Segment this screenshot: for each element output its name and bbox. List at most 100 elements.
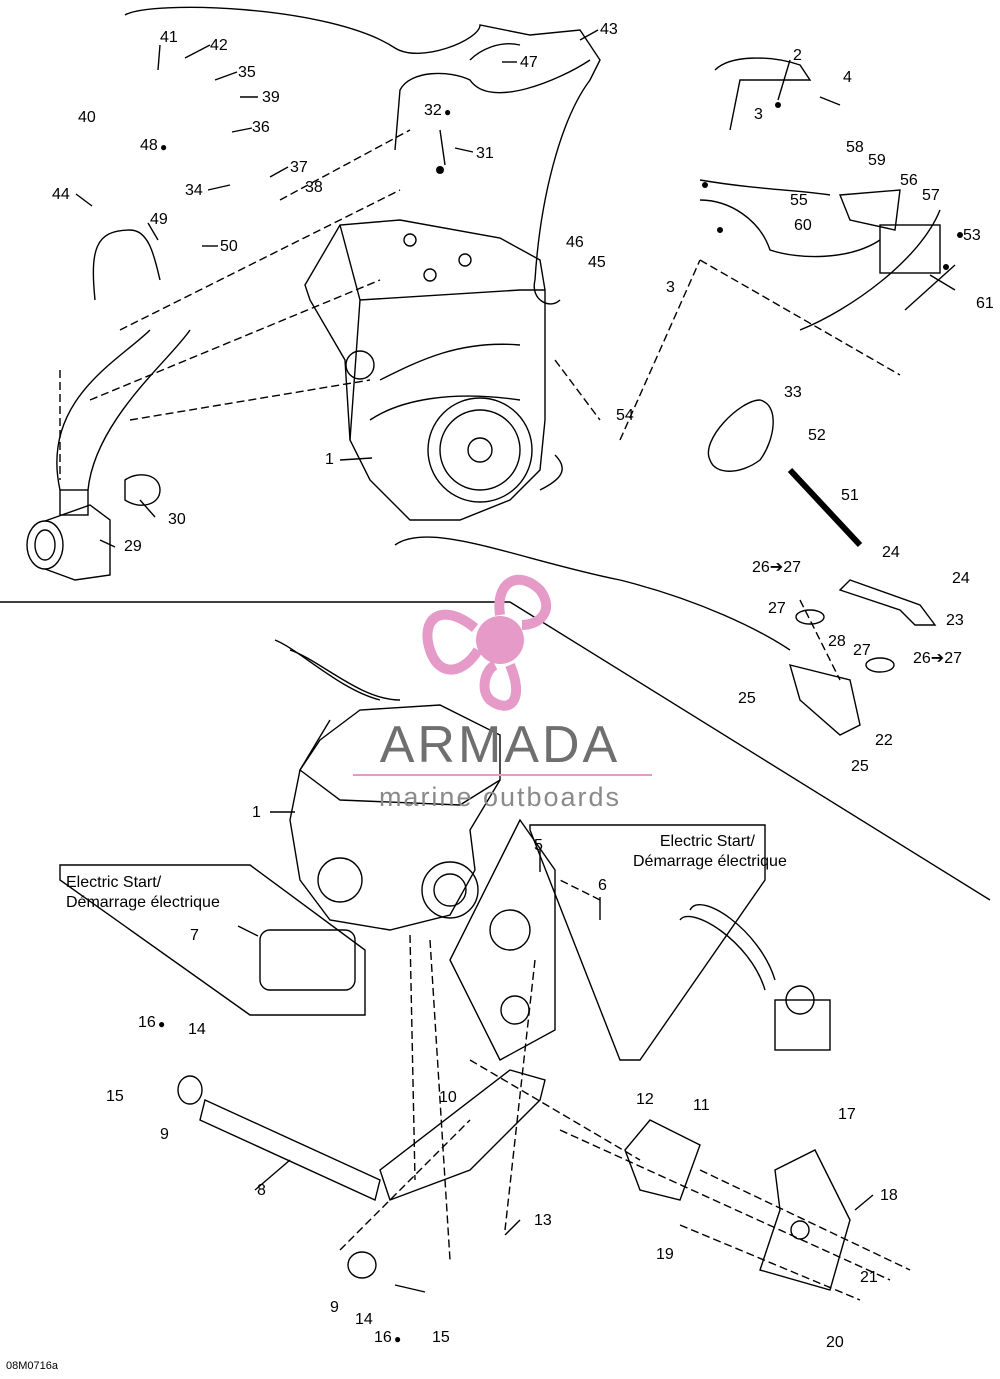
oil-drop-icon: ● — [394, 1332, 402, 1346]
mount-9-lower — [347, 1251, 377, 1279]
callout-23: 23 — [946, 612, 964, 629]
callout-60: 60 — [794, 217, 812, 234]
callout-26b: 26➔27 — [913, 650, 962, 667]
callout-26a: 26➔27 — [752, 559, 801, 576]
callout-3a: 3 — [754, 106, 763, 123]
callout-33: 33 — [784, 384, 802, 401]
callout-30: 30 — [168, 511, 186, 528]
electric-start-box-left — [59, 864, 366, 1016]
callout-55: 55 — [790, 192, 808, 209]
callout-13: 13 — [534, 1212, 552, 1229]
callout-19: 19 — [656, 1246, 674, 1263]
callout-16a: 16 — [138, 1014, 156, 1031]
callout-3b: 3 — [666, 279, 675, 296]
callout-40: 40 — [78, 109, 96, 126]
callout-25a: 25 — [738, 690, 756, 707]
callout-11: 11 — [693, 1097, 710, 1114]
callout-27b: 27 — [853, 642, 871, 659]
watermark-title: ARMADA — [379, 716, 621, 774]
oil-drop-icon: ● — [444, 105, 452, 119]
callout-41: 41 — [160, 29, 178, 46]
callout-15a: 15 — [106, 1088, 124, 1105]
oil-drop-icon: ● — [158, 1017, 166, 1031]
callout-59: 59 — [868, 152, 886, 169]
callout-22: 22 — [875, 732, 893, 749]
bracket-22 — [788, 664, 861, 736]
callout-54: 54 — [616, 407, 634, 424]
callout-20: 20 — [826, 1334, 844, 1351]
callout-16b: 16 — [374, 1329, 392, 1346]
callout-5: 5 — [534, 837, 543, 854]
callout-8: 8 — [257, 1182, 266, 1199]
lower-engine — [274, 639, 501, 931]
callout-25b: 25 — [851, 758, 869, 775]
callout-1a: 1 — [325, 451, 334, 468]
callout-9b: 9 — [330, 1299, 339, 1316]
callout-35: 35 — [238, 64, 256, 81]
callout-32: 32 — [424, 102, 442, 119]
callout-27a: 27 — [768, 600, 786, 617]
callout-9a: 9 — [160, 1126, 169, 1143]
bracket-18 — [759, 1149, 851, 1291]
callout-28: 28 — [828, 633, 846, 650]
hose-2 — [714, 57, 812, 131]
callout-29: 29 — [124, 538, 142, 555]
callout-6: 6 — [598, 877, 607, 894]
callout-36: 36 — [252, 119, 270, 136]
callout-57: 57 — [922, 187, 940, 204]
cable-return — [394, 536, 791, 651]
mount-bar-8 — [199, 1099, 381, 1201]
starter-motor — [259, 929, 356, 991]
carburetor-left — [26, 329, 191, 581]
callout-24b: 24 — [952, 570, 970, 587]
watermark-logo — [422, 574, 551, 711]
carburetor-right — [679, 904, 831, 1051]
diagonal-divider — [509, 601, 991, 901]
callout-38: 38 — [305, 179, 323, 196]
callout-1b: 1 — [252, 804, 261, 821]
callout-7: 7 — [190, 927, 199, 944]
engine-bracket — [379, 1069, 546, 1201]
plate-5 — [449, 818, 556, 1061]
clamp-30 — [124, 474, 161, 506]
callout-56: 56 — [900, 172, 918, 189]
callout-14b: 14 — [355, 1311, 373, 1328]
callout-50: 50 — [220, 238, 238, 255]
callout-42: 42 — [210, 37, 228, 54]
callout-10: 10 — [439, 1089, 457, 1106]
callout-46: 46 — [566, 234, 584, 251]
starter-handle-33 — [707, 399, 774, 472]
callout-39: 39 — [262, 89, 280, 106]
callout-53: 53 — [963, 227, 981, 244]
callout-48: 48 — [140, 137, 158, 154]
callout-45: 45 — [588, 254, 606, 271]
bracket-56 — [838, 189, 901, 231]
callout-47: 47 — [520, 54, 538, 71]
callout-37: 37 — [290, 159, 308, 176]
watermark-subtitle: marine outboards — [378, 782, 622, 812]
ignition-coil-53 — [879, 224, 941, 274]
hose-55 — [699, 179, 831, 196]
callout-4: 4 — [843, 69, 852, 86]
callout-15b: 15 — [432, 1329, 450, 1346]
figure-code: 08M0716a — [6, 1360, 58, 1372]
callout-21: 21 — [860, 1269, 878, 1286]
callout-14a: 14 — [188, 1021, 206, 1038]
callout-44: 44 — [52, 186, 70, 203]
electric-start-box-right — [529, 824, 766, 1061]
callout-2: 2 — [793, 47, 802, 64]
electric-start-label-left: Electric Start/ Démarrage électrique — [66, 874, 220, 911]
callout-61: 61 — [976, 295, 994, 312]
callout-34: 34 — [185, 182, 203, 199]
callout-12: 12 — [636, 1091, 654, 1108]
oil-drop-icon: ● — [160, 140, 168, 154]
upper-engine — [304, 219, 546, 521]
plate-11 — [624, 1119, 701, 1201]
callout-51: 51 — [841, 487, 859, 504]
electric-start-label-right: Electric Start/ Démarrage électrique — [633, 833, 787, 870]
cable-loop — [124, 6, 601, 281]
callout-52: 52 — [808, 427, 826, 444]
callout-31: 31 — [476, 145, 494, 162]
callout-17: 17 — [838, 1106, 856, 1123]
